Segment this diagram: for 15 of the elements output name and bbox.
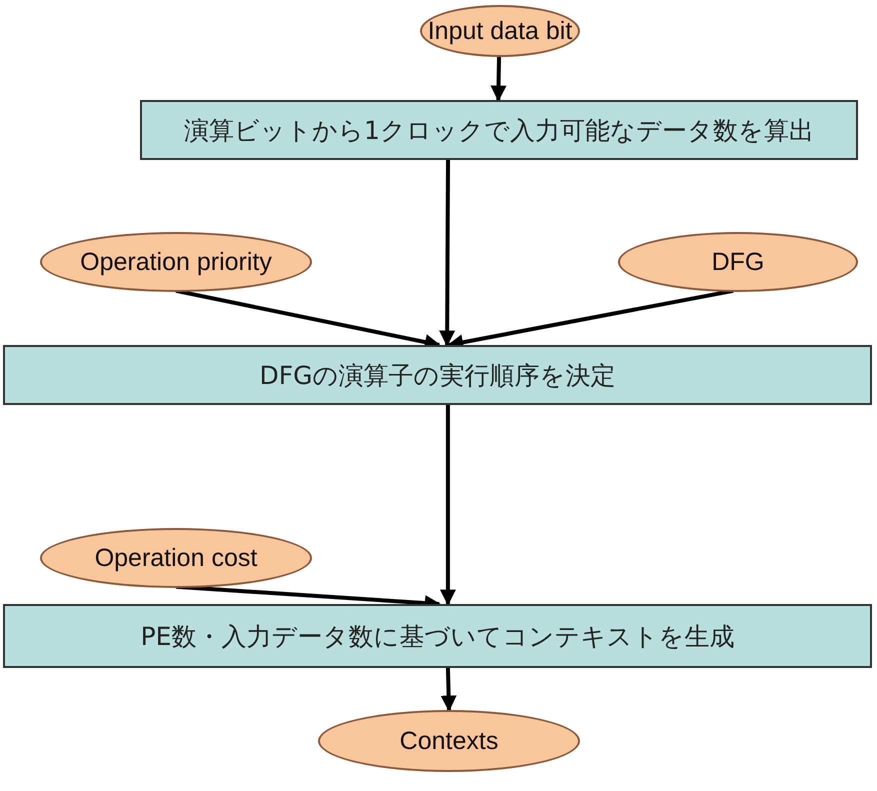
process-box: [3, 345, 872, 405]
node-label: DFGの演算子の実行順序を決定: [258, 360, 616, 392]
node-label: DFG: [710, 248, 766, 276]
process-box: [3, 604, 872, 668]
arrow: [439, 160, 456, 347]
arrow: [440, 405, 456, 606]
arrow: [490, 56, 507, 102]
node-label: Operation cost: [94, 544, 258, 572]
node-label: Operation priority: [79, 248, 273, 276]
arrow: [440, 668, 457, 712]
node-label: Contexts: [398, 726, 500, 756]
node-label: PE数・入力データ数に基づいてコンテキストを生成: [140, 620, 736, 652]
node-label: 演算ビットから1クロックで入力可能なデータ数を算出: [183, 114, 815, 146]
node-label: Input data bit: [426, 16, 574, 46]
process-box: [140, 100, 858, 160]
